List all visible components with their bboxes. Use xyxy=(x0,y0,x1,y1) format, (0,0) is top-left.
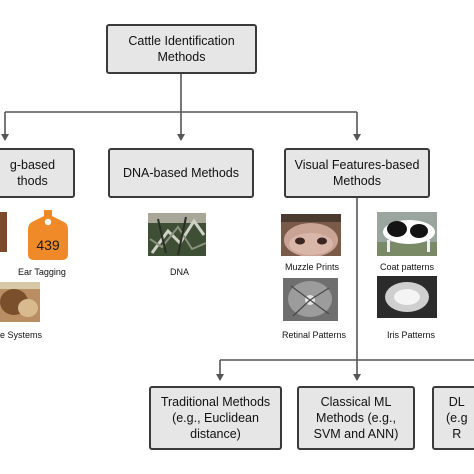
root-node: Cattle Identification Methods xyxy=(106,24,257,74)
ear-tag-number: 439 xyxy=(36,237,60,253)
dl-node: DL (e.g R xyxy=(432,386,474,450)
systems-caption: e Systems xyxy=(0,330,43,340)
ear-tagging-caption: Ear Tagging xyxy=(18,267,66,277)
iris-photo xyxy=(377,276,437,318)
traditional-arrow xyxy=(216,374,224,381)
dna-caption: DNA xyxy=(170,267,190,277)
face-system-photo xyxy=(0,282,40,322)
classical-arrow xyxy=(353,374,361,381)
tag-arrow xyxy=(1,134,9,141)
retinal-patterns-caption: Retinal Patterns xyxy=(282,330,347,340)
dna-based-node: DNA-based Methods xyxy=(108,148,254,198)
classical-ml-node: Classical ML Methods (e.g., SVM and ANN) xyxy=(297,386,415,450)
ear-tag-photo: 439 xyxy=(28,210,68,260)
coat-pattern-photo xyxy=(377,212,437,256)
cattle-left-photo xyxy=(0,212,7,252)
coat-patterns-caption: Coat patterns xyxy=(380,262,435,272)
visual-arrow xyxy=(353,134,361,141)
visual-features-node: Visual Features-based Methods xyxy=(284,148,430,198)
retina-photo xyxy=(283,278,338,321)
dna-arrow xyxy=(177,134,185,141)
iris-patterns-caption: Iris Patterns xyxy=(387,330,436,340)
dna-photo xyxy=(148,213,206,256)
traditional-methods-node: Traditional Methods (e.g., Euclidean dis… xyxy=(149,386,282,450)
tag-based-node: g-based thods xyxy=(0,148,75,198)
muzzle-photo xyxy=(281,214,341,256)
muzzle-prints-caption: Muzzle Prints xyxy=(285,262,340,272)
